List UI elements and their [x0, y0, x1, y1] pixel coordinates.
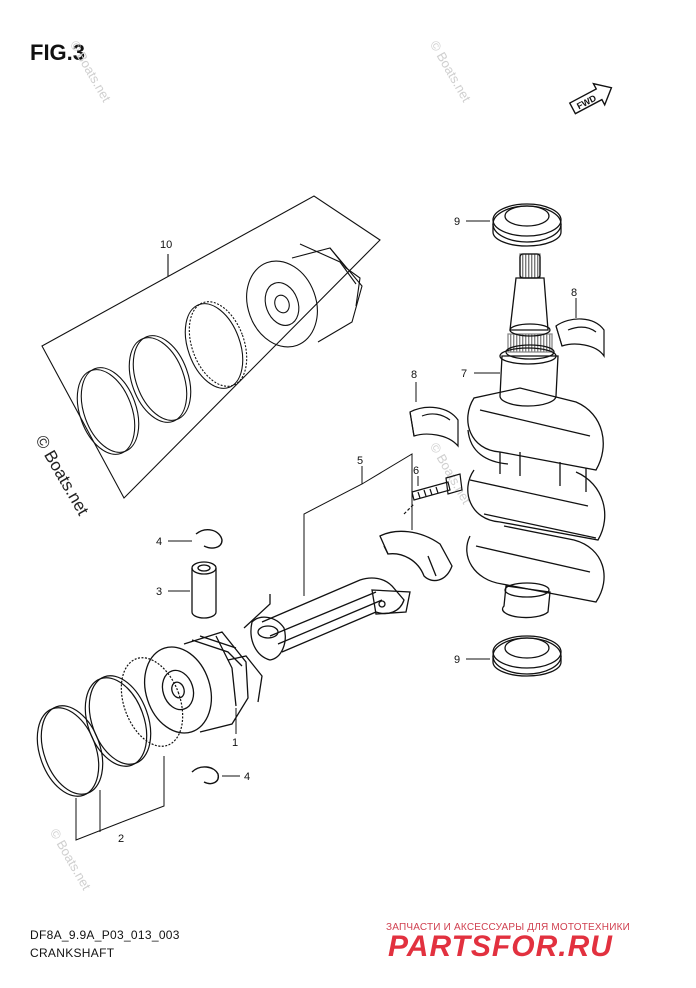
- callout-4-lower: 4: [244, 771, 250, 783]
- conrod-bracket: [303, 453, 413, 596]
- kit-box-outline: [41, 195, 381, 499]
- promo-tagline: ЗАПЧАСТИ И АКСЕССУАРЫ ДЛЯ МОТОТЕХНИКИ: [386, 922, 631, 933]
- figure-title: FIG.3: [30, 40, 86, 65]
- piston-ring-icon: [184, 301, 248, 389]
- diagram-caption: CRANKSHAFT: [30, 946, 115, 960]
- callout-9-bottom: 9: [454, 654, 460, 666]
- brand-logo: PARTSFOR.RU: [388, 930, 613, 963]
- fwd-arrow-icon: FWD: [568, 82, 613, 115]
- callout-1: 1: [232, 737, 238, 749]
- oil-seal-icon: [492, 203, 562, 247]
- piston-pin-icon: [191, 561, 217, 619]
- bearing-shell-icon: [555, 318, 605, 358]
- crankshaft-icon: [466, 253, 606, 619]
- callout-8-right: 8: [571, 287, 577, 299]
- piston-icon: [246, 243, 363, 348]
- callout-7: 7: [461, 368, 467, 380]
- callout-2: 2: [118, 833, 124, 845]
- piston-ring-icon: [128, 335, 192, 423]
- rod-bolt-icon: [403, 473, 463, 515]
- callout-3: 3: [156, 586, 162, 598]
- piston-icon: [144, 631, 263, 734]
- callout-6: 6: [413, 465, 419, 477]
- callout-9-top: 9: [454, 216, 460, 228]
- piston-ring-icon: [120, 657, 184, 747]
- connecting-rod-icon: [243, 530, 453, 661]
- callout-4-upper: 4: [156, 536, 162, 548]
- bearing-shell-icon: [409, 406, 459, 448]
- callout-5: 5: [357, 455, 363, 467]
- oil-seal-icon: [492, 635, 562, 677]
- piston-ring-kit-group: [41, 195, 381, 499]
- ring-set-bracket: [75, 756, 165, 841]
- circlip-icon: [195, 529, 223, 549]
- piston-ring-icon: [84, 675, 152, 767]
- piston-ring-icon: [76, 367, 140, 455]
- diagram-code: DF8A_9.9A_P03_013_003: [30, 928, 180, 942]
- circlip-icon: [191, 766, 219, 785]
- callout-8-left: 8: [411, 369, 417, 381]
- callout-10: 10: [160, 239, 172, 251]
